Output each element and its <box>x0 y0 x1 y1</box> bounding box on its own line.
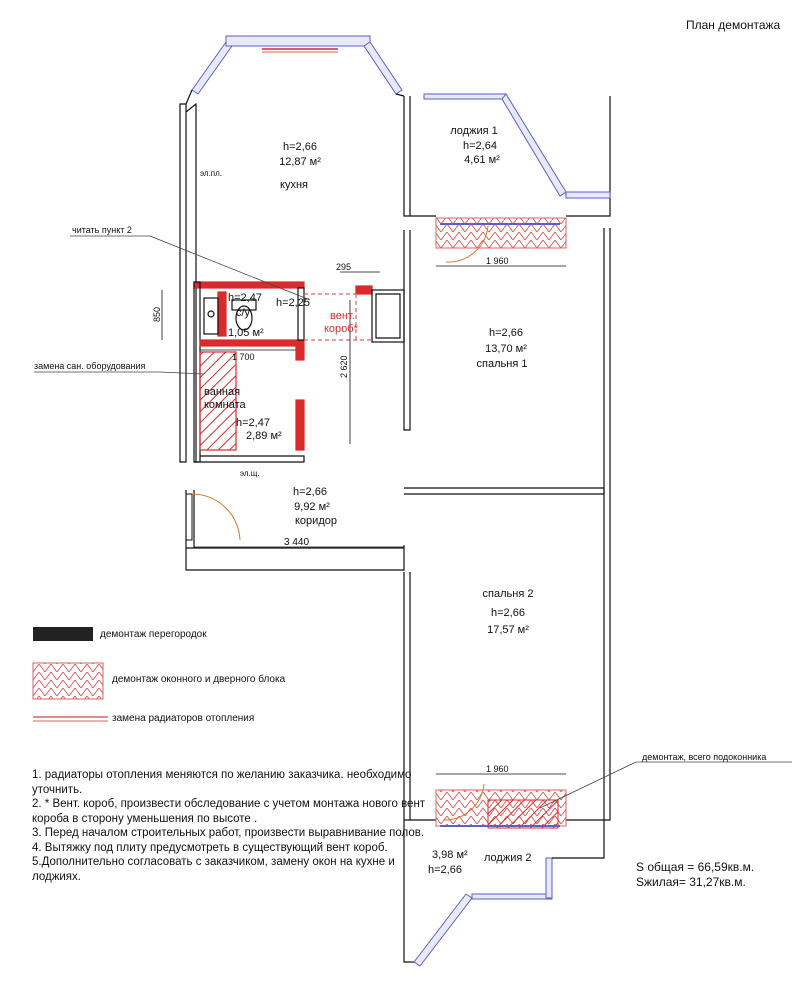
legend-partitions: демонтаж перегородок <box>100 629 207 640</box>
bedroom1-height: h=2,66 <box>489 327 523 339</box>
wc-label: с/у <box>236 307 251 319</box>
loggia1-height: h=2,64 <box>463 140 497 152</box>
loggia2-area: 3,98 м² <box>432 849 468 861</box>
vent-shaft <box>304 285 405 343</box>
loggia2-height: h=2,66 <box>428 864 462 876</box>
dim-1700: 1 700 <box>232 352 255 362</box>
legend-window-door: демонтаж оконного и дверного блока <box>112 674 286 685</box>
note-4: 4. Вытяжку под плиту предусмотреть в сущ… <box>32 841 388 854</box>
note-1: 1. радиаторы отопления меняются по желан… <box>32 769 415 796</box>
area-totals: S общая = 66,59кв.м. Sжилая= 31,27кв.м. <box>636 860 754 890</box>
dim-1960-top: 1 960 <box>486 256 509 266</box>
loggia2-name: лоджия 2 <box>484 852 531 864</box>
entry-door <box>185 493 241 541</box>
dimension-lines <box>161 265 566 775</box>
kitchen-height: h=2,66 <box>283 141 317 153</box>
loggia1-name: лоджия 1 <box>450 125 497 137</box>
corridor-area: 9,92 м² <box>294 501 330 513</box>
notes-list: 1. радиаторы отопления меняются по желан… <box>32 768 432 884</box>
bedroom2-height: h=2,66 <box>491 607 525 619</box>
callout-lines <box>34 235 792 809</box>
kitchen-name: кухня <box>280 179 308 191</box>
living-area: Sжилая= 31,27кв.м. <box>636 875 746 889</box>
loggia2-windows <box>413 857 553 967</box>
loggia1-door <box>435 217 567 263</box>
wet-zone <box>193 281 305 463</box>
bedroom2-name: спальня 2 <box>483 588 534 600</box>
corridor-name: коридор <box>295 515 337 527</box>
bath-line2: комната <box>204 399 246 411</box>
vent-label-2: короб* <box>324 323 359 335</box>
callout-sill-demolition: демонтаж, всего подоконника <box>642 752 766 762</box>
dim-1960-bottom: 1 960 <box>486 764 509 774</box>
vent-label-1: вент. <box>330 310 355 322</box>
bath-line1: ванная <box>204 386 240 398</box>
wc-height2: h=2,25 <box>276 297 310 309</box>
dim-850: 850 <box>152 307 162 322</box>
loggia1-windows <box>423 93 611 199</box>
dim-295: 295 <box>336 262 351 272</box>
kitchen-note: эл.пл. <box>200 169 222 178</box>
note-5: 5.Дополнительно согласовать с заказчиком… <box>32 856 398 883</box>
note-3: 3. Перед началом строительных работ, про… <box>32 827 425 839</box>
corridor-note: эл.щ. <box>240 469 260 478</box>
kitchen-area: 12,87 м² <box>279 156 321 168</box>
total-area: S общая = 66,59кв.м. <box>636 860 755 874</box>
loggia1-area: 4,61 м² <box>464 154 500 166</box>
bedroom1-name: спальня 1 <box>477 358 528 370</box>
legend-swatches <box>32 627 108 722</box>
note-2: 2. * Вент. короб, произвести обследовани… <box>32 798 429 825</box>
wc-area: 1,05 м² <box>228 327 264 339</box>
callout-replace-plumbing: замена сан. оборудования <box>34 361 145 371</box>
legend-radiators: замена радиаторов отопления <box>112 713 255 724</box>
bath-area: 2,89 м² <box>246 430 282 442</box>
plan-title: План демонтажа <box>686 18 781 32</box>
kitchen-bay-window <box>191 35 403 95</box>
corridor-height: h=2,66 <box>293 486 327 498</box>
dim-2620: 2 620 <box>339 355 349 378</box>
dim-3440: 3 440 <box>284 537 309 548</box>
bath-height: h=2,47 <box>236 417 270 429</box>
callout-read-point2: читать пункт 2 <box>72 225 132 235</box>
bedroom2-area: 17,57 м² <box>487 624 529 636</box>
wc-height: h=2,47 <box>228 292 262 304</box>
loggia2-door <box>435 783 567 829</box>
bedroom1-area: 13,70 м² <box>485 343 527 355</box>
